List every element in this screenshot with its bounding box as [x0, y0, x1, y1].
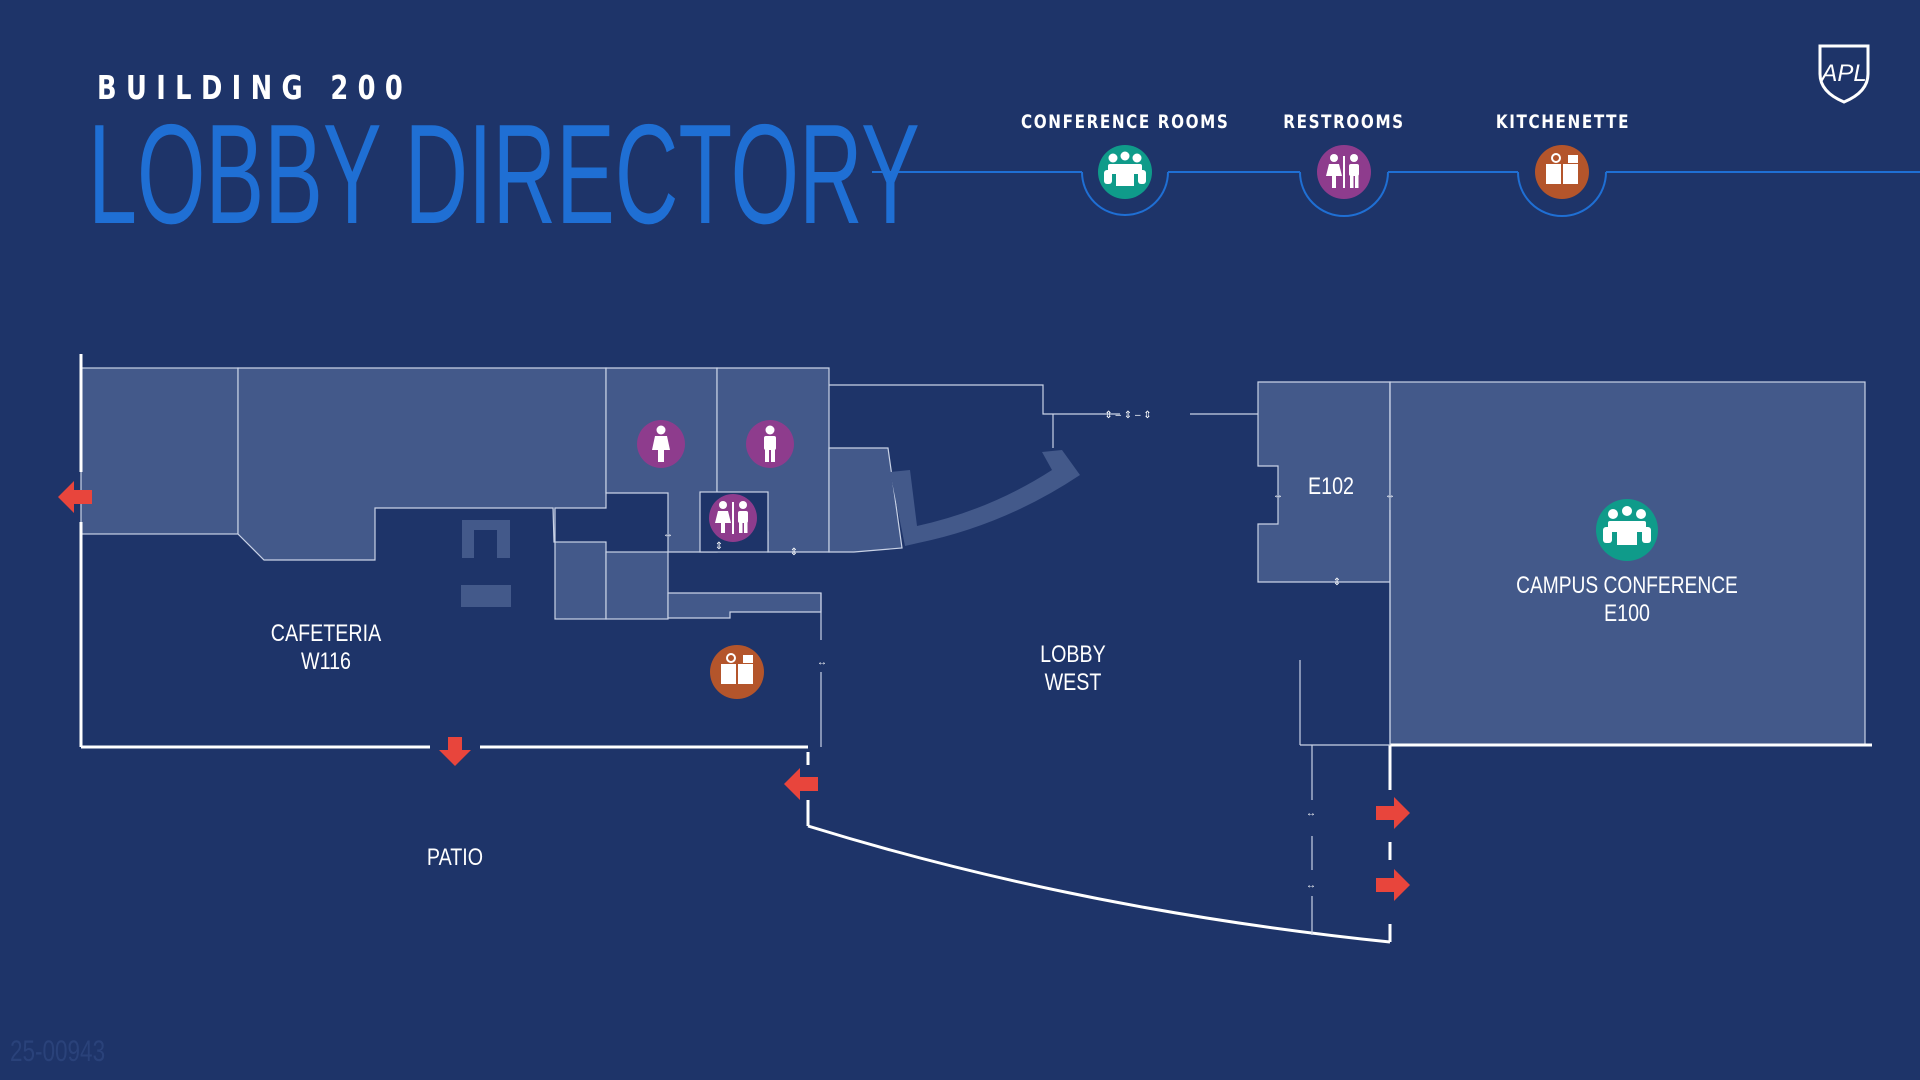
restroom-icon: [1317, 145, 1371, 199]
apl-logo: APL: [1818, 44, 1870, 104]
lobby-west-line2: WEST: [1045, 668, 1102, 695]
campus-conference-name: CAMPUS CONFERENCE: [1516, 571, 1738, 599]
lobby-west-line1: LOBBY: [1040, 640, 1106, 667]
kitchenette-icon: [1535, 145, 1589, 199]
exit-arrow-patio: [439, 737, 471, 766]
svg-text:↔: ↔: [1306, 880, 1316, 891]
exit-arrow-east-2: [1376, 869, 1410, 901]
room-labels: CAFETERIA W116 LOBBY WEST E102 CAMPUS CO…: [271, 472, 1738, 870]
exit-arrow-east-1: [1376, 797, 1410, 829]
cafeteria-name: CAFETERIA: [271, 619, 382, 646]
svg-text:⇕: ⇕: [715, 541, 723, 552]
conference-icon: [1098, 145, 1152, 199]
svg-text:↔: ↔: [1385, 490, 1395, 501]
exterior-walls: [79, 354, 1872, 944]
svg-text:↔: ↔: [663, 529, 673, 540]
restroom-women-icon: [637, 420, 685, 468]
svg-text:⇕ – ⇕ – ⇕: ⇕ – ⇕ – ⇕: [1104, 410, 1151, 421]
svg-text:↔: ↔: [817, 657, 827, 668]
logo-text: APL: [1819, 60, 1866, 87]
cafeteria-number: W116: [301, 647, 351, 674]
campus-conference-number: E100: [1604, 599, 1650, 626]
restroom-unisex-icon: [709, 494, 757, 542]
curved-corridor: [890, 450, 1080, 546]
interior-walls: [820, 382, 1391, 935]
kitchenette-map-icon: [710, 645, 764, 699]
legend-label-conference: CONFERENCE ROOMS: [1021, 111, 1230, 133]
cafeteria-counter: [461, 520, 511, 607]
svg-text:⇕: ⇕: [1333, 577, 1341, 588]
legend-bar: [872, 145, 1920, 217]
svg-text:↔: ↔: [1306, 808, 1316, 819]
legend-label-kitchenette: KITCHENETTE: [1495, 111, 1631, 133]
restroom-men-icon: [746, 420, 794, 468]
conference-map-icon: [1596, 499, 1658, 561]
legend-label-restrooms: RESTROOMS: [1283, 111, 1405, 133]
exit-arrows: [58, 481, 1410, 901]
footer-code: 25-00943: [10, 1035, 106, 1068]
svg-text:↔: ↔: [1273, 490, 1283, 501]
east-wing-rooms: [1257, 381, 1866, 746]
building-subtitle: BUILDING 200: [97, 68, 413, 107]
page-title: LOBBY DIRECTORY: [88, 95, 920, 254]
patio-label: PATIO: [427, 843, 483, 870]
svg-text:⇕: ⇕: [790, 547, 798, 558]
exit-arrow-west: [58, 481, 92, 513]
door-markers: ⇕ – ⇕ – ⇕ ↔ ⇕ ⇕ ↔ ↔ ↔ ⇕ ↔ ↔: [663, 410, 1395, 891]
room-e102-label: E102: [1308, 472, 1354, 499]
exit-arrow-lobby-south: [784, 768, 818, 800]
west-wing-rooms: [80, 367, 903, 620]
